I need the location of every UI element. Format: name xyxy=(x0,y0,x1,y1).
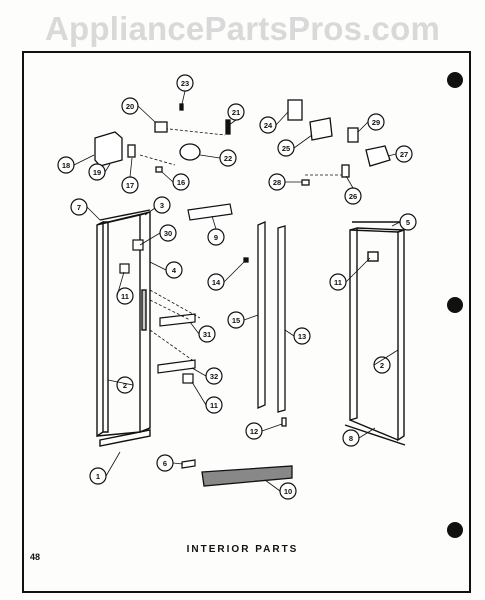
callout-15: 15 xyxy=(232,316,240,325)
callout-31: 31 xyxy=(203,330,211,339)
binder-hole-middle xyxy=(447,297,463,313)
binder-hole-top xyxy=(447,72,463,88)
callout-11a: 11 xyxy=(121,292,129,301)
sheet-border xyxy=(22,51,471,593)
callout-10: 10 xyxy=(284,487,292,496)
callout-8: 8 xyxy=(349,434,353,443)
callout-24: 24 xyxy=(264,121,273,130)
callout-28: 28 xyxy=(273,178,281,187)
leader-lines xyxy=(139,127,345,363)
callout-14: 14 xyxy=(212,278,221,287)
callout-1: 1 xyxy=(96,472,100,481)
right-liner-assembly xyxy=(344,221,406,446)
binder-hole-bottom xyxy=(447,522,463,538)
callout-16: 16 xyxy=(177,178,185,187)
center-strips xyxy=(201,221,293,487)
callout-13: 13 xyxy=(298,332,306,341)
callout-32: 32 xyxy=(210,372,218,381)
callout-9: 9 xyxy=(214,233,218,242)
callout-26: 26 xyxy=(349,192,357,201)
top-left-control-parts xyxy=(94,103,231,173)
left-liner-assembly xyxy=(96,209,151,447)
callout-2b: 2 xyxy=(380,361,384,370)
callout-18: 18 xyxy=(62,161,70,170)
callout-4: 4 xyxy=(172,266,177,275)
left-small-parts xyxy=(119,203,233,469)
callout-12: 12 xyxy=(250,427,258,436)
callout-3: 3 xyxy=(160,201,164,210)
callout-2a: 2 xyxy=(123,381,127,390)
callout-30: 30 xyxy=(164,229,172,238)
callout-22: 22 xyxy=(224,154,232,163)
callout-19: 19 xyxy=(93,168,101,177)
callout-25: 25 xyxy=(282,144,290,153)
callout-6: 6 xyxy=(163,459,167,468)
callout-20: 20 xyxy=(126,102,134,111)
top-right-control-parts xyxy=(287,99,391,186)
diagram-caption: INTERIOR PARTS xyxy=(186,544,299,555)
callout-11b: 11 xyxy=(210,401,218,410)
callout-29: 29 xyxy=(372,118,380,127)
callout-21: 21 xyxy=(232,108,240,117)
watermark-text: AppliancePartsPros.com xyxy=(44,10,441,47)
callout-27: 27 xyxy=(400,150,408,159)
callout-5: 5 xyxy=(406,218,410,227)
page-number: 48 xyxy=(30,552,41,562)
callout-leaders xyxy=(73,90,401,492)
callout-11c: 11 xyxy=(334,278,342,287)
callout-17: 17 xyxy=(126,181,134,190)
callout-23: 23 xyxy=(181,79,189,88)
callout-7: 7 xyxy=(77,203,81,212)
